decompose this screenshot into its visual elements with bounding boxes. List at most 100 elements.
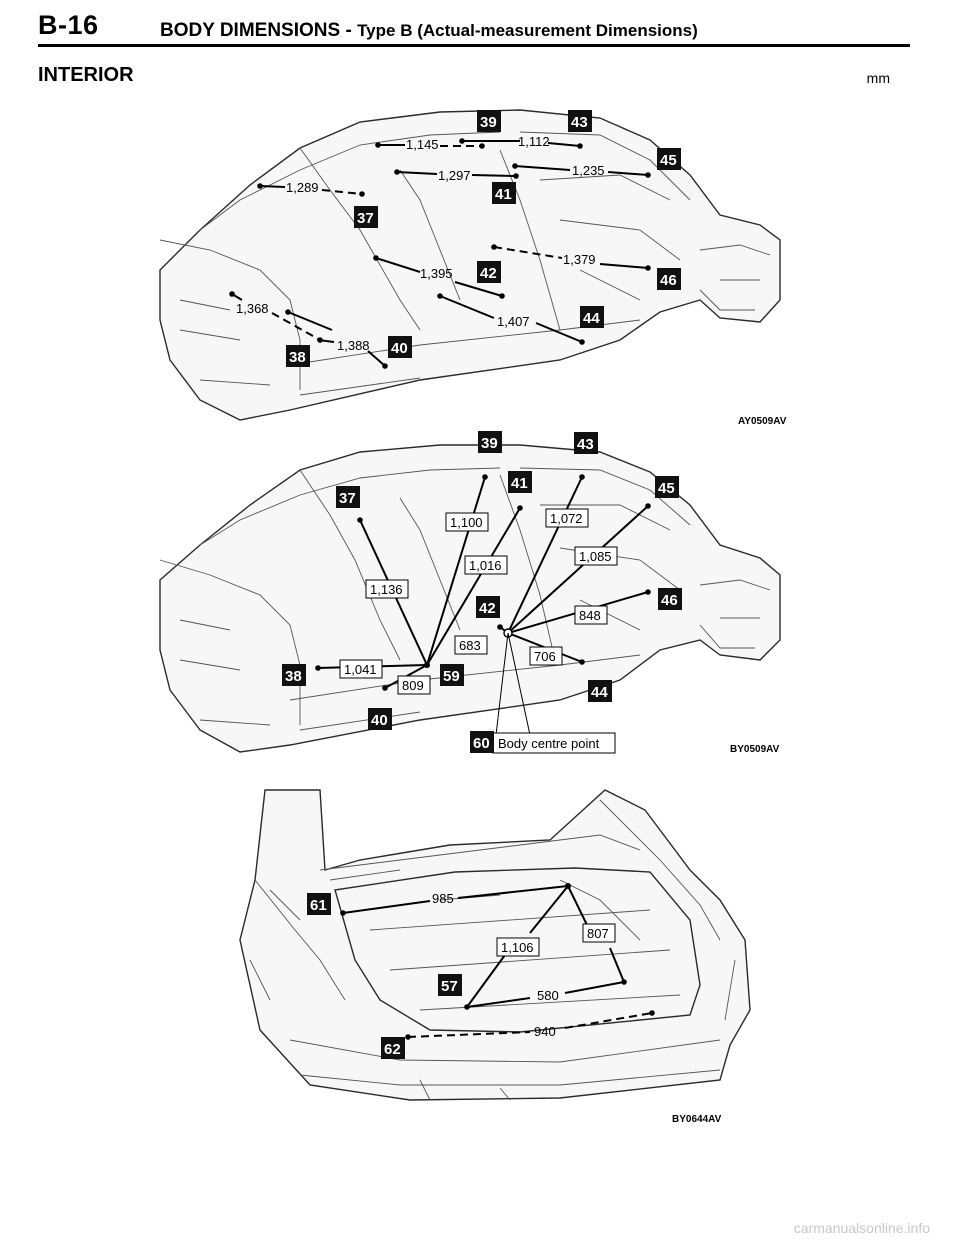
- figure-1-measure-lines: [229, 138, 651, 369]
- dim-1016: 1,016: [464, 555, 508, 575]
- callout-46: 46: [657, 268, 681, 290]
- figure-1-dimension-labels: 1,145 1,112 1,289 1,297 1,235 1,395 1,37…: [236, 134, 605, 353]
- callout-40: 40: [388, 336, 412, 358]
- dim-1072: 1,072: [545, 508, 589, 528]
- svg-text:43: 43: [571, 114, 588, 131]
- svg-text:706: 706: [534, 649, 556, 664]
- svg-text:1,100: 1,100: [450, 515, 483, 530]
- dim-985: 985: [432, 891, 454, 906]
- dim-706: 706: [529, 646, 563, 666]
- dim-1085: 1,085: [574, 546, 618, 566]
- dim-1368: 1,368: [236, 301, 269, 316]
- dim-1407: 1,407: [497, 314, 530, 329]
- dim-809: 809: [397, 675, 431, 695]
- dim-848: 848: [574, 605, 608, 625]
- svg-text:1,085: 1,085: [579, 549, 612, 564]
- dim-1041: 1,041: [339, 659, 383, 679]
- svg-text:1,041: 1,041: [344, 662, 377, 677]
- callout-37: 37: [336, 486, 360, 508]
- dim-1145: 1,145: [406, 137, 439, 152]
- callout-45: 45: [655, 476, 679, 498]
- svg-text:38: 38: [285, 668, 302, 685]
- figure-2-code: BY0509AV: [730, 744, 780, 755]
- figure-3-measure-lines: [340, 883, 655, 1040]
- figure-2-car-body: [159, 444, 781, 753]
- unit-label: mm: [866, 70, 890, 86]
- dim-1395: 1,395: [420, 266, 453, 281]
- callout-39: 39: [477, 110, 501, 132]
- svg-text:46: 46: [661, 592, 678, 609]
- svg-text:61: 61: [310, 897, 327, 914]
- callout-57: 57: [438, 974, 462, 996]
- callout-44: 44: [588, 680, 612, 702]
- svg-text:46: 46: [660, 272, 677, 289]
- callout-60: 60: [470, 731, 494, 753]
- svg-text:62: 62: [384, 1041, 401, 1058]
- dim-940: 940: [534, 1024, 556, 1039]
- body-centre-point-label: Body centre point: [492, 732, 616, 754]
- callout-61: 61: [307, 893, 331, 915]
- callout-42: 42: [476, 596, 500, 618]
- dim-1112: 1,112: [518, 134, 550, 149]
- figure-1-car-body: [159, 109, 781, 421]
- svg-text:57: 57: [441, 978, 458, 995]
- svg-text:41: 41: [511, 475, 528, 492]
- svg-text:44: 44: [591, 684, 608, 701]
- dim-683: 683: [454, 635, 488, 655]
- svg-text:1,136: 1,136: [370, 582, 403, 597]
- svg-text:807: 807: [587, 926, 609, 941]
- svg-text:40: 40: [391, 340, 408, 357]
- callout-41: 41: [508, 471, 532, 493]
- header-rule: [38, 44, 910, 47]
- svg-text:37: 37: [357, 210, 374, 227]
- svg-text:60: 60: [473, 735, 490, 752]
- svg-text:43: 43: [577, 436, 594, 453]
- dim-1136: 1,136: [365, 579, 409, 599]
- callout-45: 45: [657, 148, 681, 170]
- svg-text:38: 38: [289, 349, 306, 366]
- callout-41: 41: [492, 182, 516, 204]
- figure-3-callouts: 57 61 62: [307, 893, 462, 1059]
- page-title-sub: Type B (Actual-measurement Dimensions): [357, 21, 698, 40]
- svg-text:45: 45: [660, 152, 677, 169]
- svg-text:45: 45: [658, 480, 675, 497]
- callout-46: 46: [658, 588, 682, 610]
- svg-text:44: 44: [583, 310, 600, 327]
- page-header: B-16 BODY DIMENSIONS - Type B (Actual-me…: [0, 0, 960, 50]
- page-title-main: BODY DIMENSIONS -: [160, 20, 352, 41]
- svg-text:1,016: 1,016: [469, 558, 502, 573]
- callout-39: 39: [478, 431, 502, 453]
- figure-3: 985 807 1,106 580 940 57 61 62 BY0644AV: [239, 789, 751, 1125]
- page-title: BODY DIMENSIONS - Type B (Actual-measure…: [160, 20, 698, 42]
- callout-38: 38: [282, 664, 306, 686]
- dim-1388: 1,388: [337, 338, 370, 353]
- figure-1: 1,145 1,112 1,289 1,297 1,235 1,395 1,37…: [159, 109, 787, 427]
- figure-3-car-rear: [239, 789, 751, 1101]
- dim-1106: 1,106: [496, 937, 540, 957]
- svg-text:42: 42: [479, 600, 496, 617]
- dim-1289: 1,289: [286, 180, 319, 195]
- callout-37: 37: [354, 206, 378, 228]
- callout-43: 43: [574, 432, 598, 454]
- watermark: carmanualsonline.info: [793, 1220, 930, 1236]
- callout-59: 59: [440, 664, 464, 686]
- figure-2: 1,100 1,072 1,016 1,085 1,136 848 683 70…: [159, 431, 781, 755]
- figure-1-code: AY0509AV: [738, 416, 787, 427]
- svg-text:41: 41: [495, 186, 512, 203]
- callout-38: 38: [286, 345, 310, 367]
- svg-text:42: 42: [480, 265, 497, 282]
- svg-text:1,072: 1,072: [550, 511, 583, 526]
- dim-1235: 1,235: [572, 163, 605, 178]
- dim-1379: 1,379: [563, 252, 596, 267]
- svg-text:809: 809: [402, 678, 424, 693]
- dim-1297: 1,297: [438, 168, 471, 183]
- dim-1100: 1,100: [445, 512, 489, 532]
- dim-807: 807: [582, 923, 616, 943]
- figure-3-code: BY0644AV: [672, 1114, 722, 1125]
- callout-43: 43: [568, 110, 592, 132]
- svg-text:1,106: 1,106: [501, 940, 534, 955]
- figure-2-dimension-labels: 1,100 1,072 1,016 1,085 1,136 848 683 70…: [339, 508, 618, 754]
- figure-2-callouts: 37 38 39 40 41 42 43 44 45 46 59 60: [282, 431, 682, 753]
- svg-text:37: 37: [339, 490, 356, 507]
